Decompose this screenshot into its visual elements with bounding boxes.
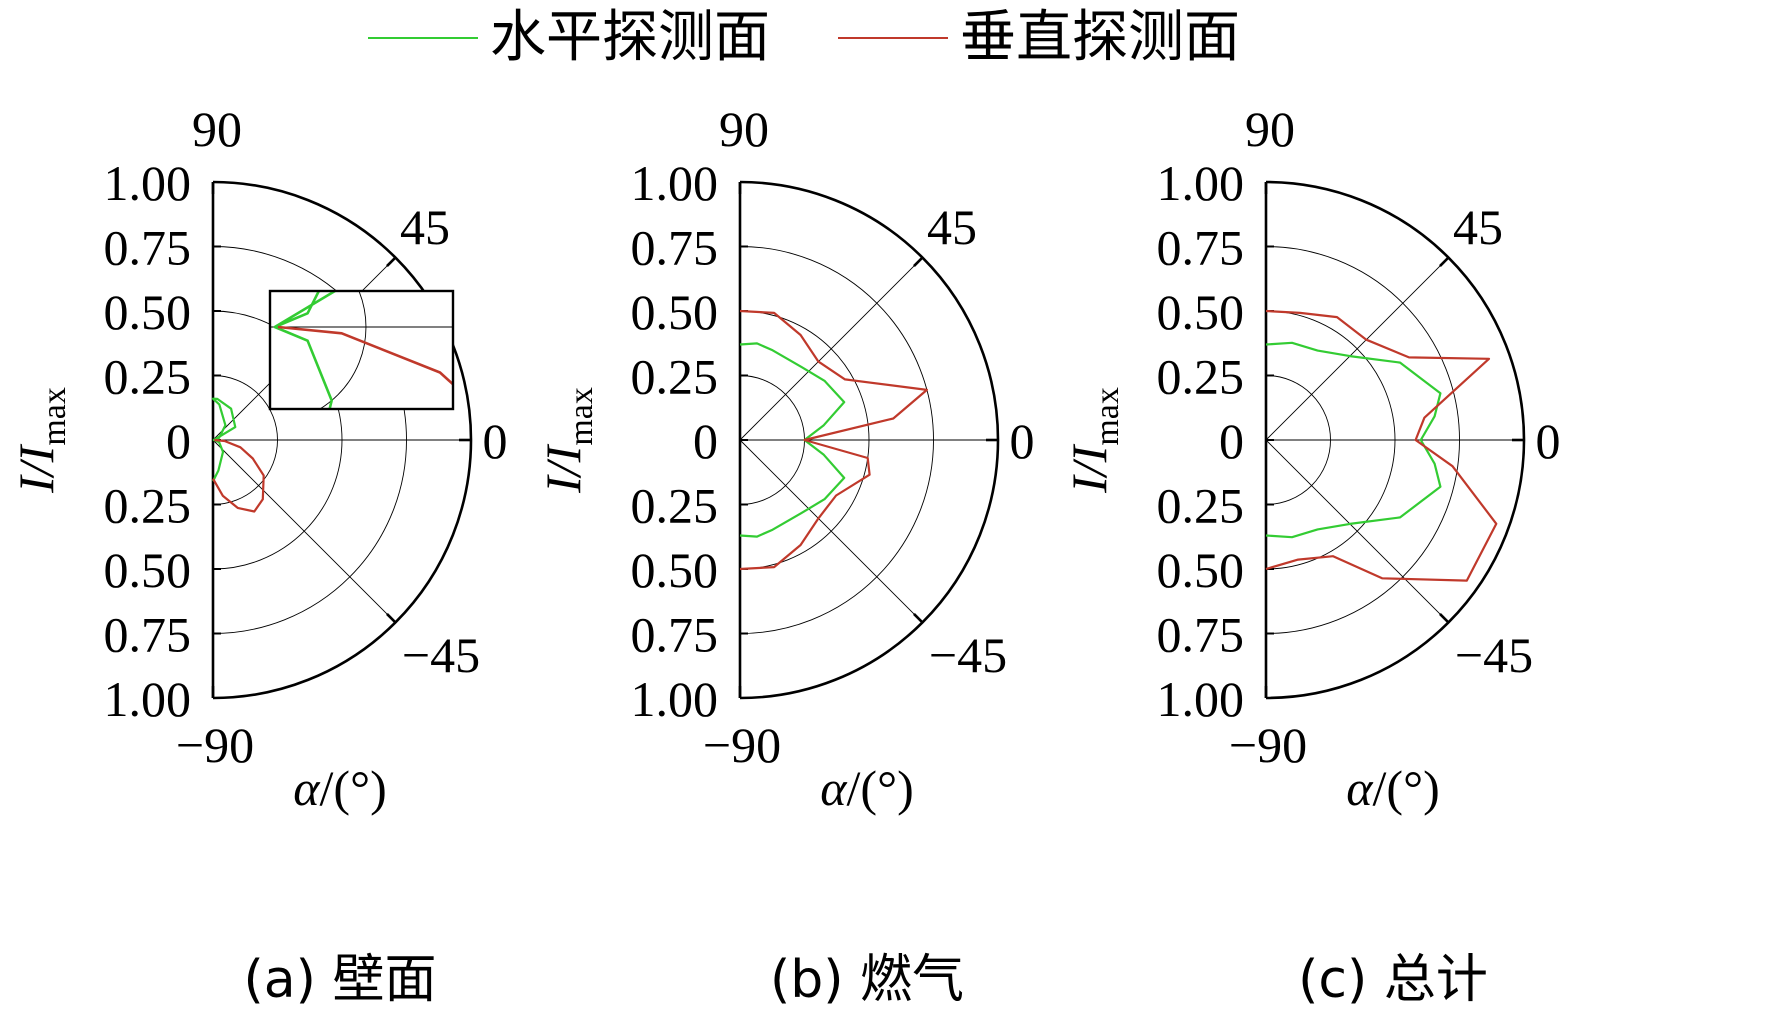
caption-c: (c) 总计: [1298, 950, 1488, 1010]
radial-tick-label: 0.25: [631, 478, 719, 534]
series-line-1: [739, 309, 928, 571]
radial-tick-label: 0.50: [631, 542, 719, 598]
legend-item-vertical: 垂直探测面: [838, 6, 1240, 70]
radial-tick-label: 1.00: [1157, 155, 1245, 211]
angle-tick-label: 0: [483, 413, 508, 469]
radial-tick-label: 0.25: [104, 478, 192, 534]
radial-tick-label: 0.75: [1157, 220, 1245, 276]
angle-tick-label: −45: [1455, 627, 1533, 683]
legend: 水平探测面 垂直探测面: [0, 0, 1772, 80]
grid-spoke: [212, 439, 396, 623]
series-line-0: [1265, 341, 1442, 539]
radial-tick-label: 0.75: [631, 220, 719, 276]
radial-tick-label: 0.50: [631, 284, 719, 340]
inset-series-line-0: [273, 291, 338, 409]
angle-tick-label: 90: [719, 101, 769, 157]
legend-label-horizontal: 水平探测面: [490, 5, 770, 70]
xlabel: α/(°): [820, 760, 913, 816]
radial-tick-label: 0.75: [1157, 607, 1245, 663]
angle-tick-label: −45: [402, 627, 480, 683]
radial-tick-label: 0.75: [104, 220, 192, 276]
angle-tick-label: −90: [1229, 717, 1307, 773]
caption-b: (b) 燃气: [769, 950, 965, 1010]
angle-tick-mark: [1439, 613, 1450, 624]
inset-bg: [270, 291, 453, 409]
inset-series-line-1: [277, 325, 453, 387]
inset-content: [270, 291, 453, 409]
radial-tick-label: 0: [693, 413, 718, 469]
angle-tick-label: 45: [400, 199, 450, 255]
polar-chart-2: 00.250.250.500.500.750.751.001.0090450−4…: [1061, 101, 1561, 816]
angle-tick-label: −90: [176, 717, 254, 773]
ylabel: I/Imax: [1061, 387, 1126, 494]
series-line-1: [1265, 309, 1498, 582]
ylabel: I/Imax: [535, 387, 600, 494]
angle-tick-label: 0: [1536, 413, 1561, 469]
radial-tick-label: 1.00: [104, 155, 192, 211]
grid-spoke: [739, 439, 923, 623]
radial-tick-label: 0.25: [104, 349, 192, 405]
caption-a: (a) 壁面: [243, 950, 437, 1010]
inset-frame: [268, 289, 455, 411]
polar-chart-0: 00.250.250.500.500.750.751.001.0090450−4…: [8, 101, 508, 816]
grid-spoke: [1265, 439, 1449, 623]
legend-item-horizontal: 水平探测面: [368, 6, 770, 70]
inset-zoom: [268, 289, 455, 411]
angle-tick-label: −45: [929, 627, 1007, 683]
series-line-0: [211, 397, 237, 482]
grid-spoke: [1265, 257, 1449, 441]
angle-tick-label: 45: [927, 199, 977, 255]
legend-swatch-horizontal: [368, 37, 478, 39]
ylabel: I/Imax: [8, 387, 73, 494]
radial-tick-label: 0.50: [104, 284, 192, 340]
radial-tick-label: 0.50: [1157, 284, 1245, 340]
radial-tick-label: 0.50: [1157, 542, 1245, 598]
radial-tick-label: 0.50: [104, 542, 192, 598]
legend-label-vertical: 垂直探测面: [960, 5, 1240, 70]
radial-tick-label: 1.00: [1157, 671, 1245, 727]
radial-tick-label: 0: [1219, 413, 1244, 469]
angle-tick-label: 0: [1010, 413, 1035, 469]
xlabel: α/(°): [1346, 760, 1439, 816]
angle-tick-mark: [1439, 256, 1450, 267]
radial-tick-label: 0.25: [1157, 349, 1245, 405]
angle-tick-mark: [913, 613, 924, 624]
angle-tick-label: 45: [1453, 199, 1503, 255]
radial-tick-label: 1.00: [631, 671, 719, 727]
radial-tick-label: 0.25: [631, 349, 719, 405]
radial-tick-label: 1.00: [631, 155, 719, 211]
polar-chart-1: 00.250.250.500.500.750.751.001.0090450−4…: [535, 101, 1035, 816]
xlabel: α/(°): [293, 760, 386, 816]
radial-tick-label: 0.25: [1157, 478, 1245, 534]
angle-tick-mark: [386, 256, 397, 267]
grid-spoke: [739, 257, 923, 441]
radial-tick-label: 0: [166, 413, 191, 469]
angle-tick-label: 90: [1245, 101, 1295, 157]
angle-tick-label: 90: [192, 101, 242, 157]
radial-tick-label: 1.00: [104, 671, 192, 727]
angle-tick-label: −90: [703, 717, 781, 773]
series-line-1: [212, 438, 265, 513]
radial-tick-label: 0.75: [104, 607, 192, 663]
legend-swatch-vertical: [838, 37, 948, 39]
radial-tick-label: 0.75: [631, 607, 719, 663]
angle-tick-mark: [386, 613, 397, 624]
angle-tick-mark: [913, 256, 924, 267]
